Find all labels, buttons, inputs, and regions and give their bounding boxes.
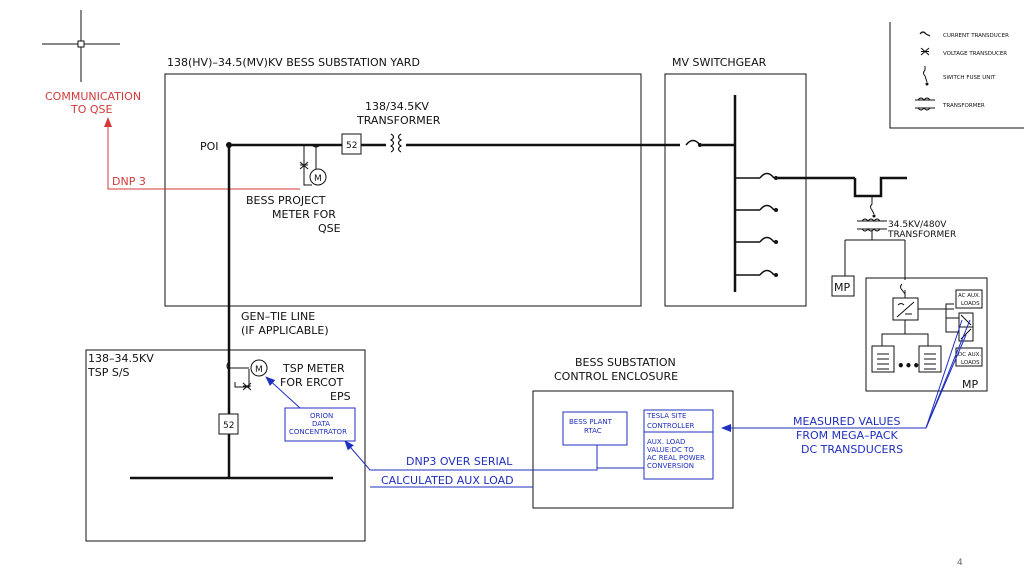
megapack-label: MP xyxy=(962,378,978,391)
dc-aux-label-1: DC AUX. xyxy=(958,352,981,358)
tsp-label-1: 138–34.5KV xyxy=(88,352,154,365)
tesla-label-4: VALUE:DC TO xyxy=(647,446,694,454)
tesla-controller-box xyxy=(643,409,714,480)
mv-switchgear-box xyxy=(664,73,807,307)
calc-aux-label: CALCULATED AUX LOAD xyxy=(381,474,514,487)
tesla-to-rtac-link xyxy=(596,445,644,469)
legend-switch-fuse-unit: SWITCH FUSE UNIT xyxy=(943,75,996,81)
tsp-label-2: TSP S/S xyxy=(87,366,130,379)
communication-label-line2: TO QSE xyxy=(70,103,113,116)
tesla-label-5: AC REAL POWER xyxy=(647,454,705,462)
control-enclosure-label-2: CONTROL ENCLOSURE xyxy=(554,370,678,383)
measured-link-a xyxy=(925,319,963,429)
legend-transformer: TRANSFORMER xyxy=(942,103,985,109)
tesla-label-1: TESLA SITE xyxy=(646,412,686,420)
yard-breaker-52 xyxy=(341,133,362,155)
tsp-breaker-52 xyxy=(218,413,239,435)
legend: CURRENT TRANSDUCER VOLTAGE TRANSDUCER SW… xyxy=(889,22,1024,129)
rtac-label-2: RTAC xyxy=(584,427,602,435)
mv-feeder-breakers xyxy=(735,172,855,277)
mv-switchgear-title: MV SWITCHGEAR xyxy=(672,56,767,69)
rtac-label-1: BESS PLANT xyxy=(569,418,613,426)
measured-label-1: MEASURED VALUES xyxy=(793,415,900,428)
legend-current-transducer: CURRENT TRANSDUCER xyxy=(943,33,1009,39)
tsp-substation-box xyxy=(85,349,366,542)
gen-tie-label-1: GEN–TIE LINE xyxy=(241,310,315,323)
aux-feeder xyxy=(853,176,907,218)
mv-incoming-breaker-icon xyxy=(685,139,735,147)
mp-box xyxy=(831,275,855,297)
tsp-meter-label-3: EPS xyxy=(330,390,351,403)
rtac-box xyxy=(562,411,628,446)
ac-aux-label-1: AC AUX. xyxy=(958,293,981,299)
gen-tie-label-2: (IF APPLICABLE) xyxy=(241,324,329,337)
measured-label-3: DC TRANSDUCERS xyxy=(801,443,903,456)
megapack-box xyxy=(865,277,988,392)
dc-aux-label-2: LOADS xyxy=(961,360,980,366)
tsp-breaker-label: 52 xyxy=(223,421,234,431)
yard-breaker-label: 52 xyxy=(346,141,357,151)
tesla-label-2: CONTROLLER xyxy=(647,422,695,430)
orion-label-1: ORION xyxy=(310,412,333,420)
tsp-meter-symbol: M xyxy=(255,365,263,375)
voltage-transducer-icon xyxy=(920,47,930,56)
aux-transformer-label-1: 34.5KV/480V xyxy=(888,220,947,230)
aux-transformer-icon xyxy=(844,218,906,280)
megapack-dots: ••• xyxy=(897,359,920,373)
page-number: 4 xyxy=(957,558,963,568)
megapack-internals xyxy=(871,283,983,373)
orion-label-3: CONCENTRATOR xyxy=(289,428,347,436)
tsp-meter-label-1: TSP METER xyxy=(282,362,345,375)
poi-label: POI xyxy=(200,140,219,153)
bess-meter-icon xyxy=(309,168,327,186)
dnp3-serial-link xyxy=(344,440,598,471)
tesla-label-6: CONVERSION xyxy=(647,462,694,470)
main-transformer-label-2: TRANSFORMER xyxy=(356,114,441,127)
orion-label-2: DATA xyxy=(312,420,330,428)
ac-aux-label-2: LOADS xyxy=(961,301,980,307)
bess-meter-label-2: METER FOR xyxy=(272,208,336,221)
main-transformer-label-1: 138/34.5KV xyxy=(365,100,429,113)
control-enclosure-label-1: BESS SUBSTATION xyxy=(575,356,676,369)
current-transducer-icon xyxy=(919,31,931,37)
legend-voltage-transducer: VOLTAGE TRANSDUCER xyxy=(943,51,1007,57)
tsp-meter-label-2: FOR ERCOT xyxy=(280,376,344,389)
measured-label-2: FROM MEGA–PACK xyxy=(796,429,899,442)
mp-label: MP xyxy=(834,281,850,294)
bess-meter-symbol: M xyxy=(314,174,322,184)
crosshair-icon xyxy=(42,10,120,82)
dnp3-label: DNP 3 xyxy=(112,175,146,188)
control-enclosure-box xyxy=(532,390,734,509)
transformer-legend-icon xyxy=(915,97,935,111)
communication-label-line1: COMMUNICATION xyxy=(45,90,141,103)
aux-transformer-label-2: TRANSFORMER xyxy=(887,230,956,240)
tsp-meter-connection xyxy=(226,361,252,391)
substation-yard-title: 138(HV)–34.5(MV)KV BESS SUBSTATION YARD xyxy=(167,56,420,69)
dnp3-qse-link xyxy=(104,117,300,190)
tesla-label-3: AUX. LOAD xyxy=(647,438,685,446)
orion-box xyxy=(284,407,356,442)
measured-link-c xyxy=(925,319,971,429)
dnp3-serial-label: DNP3 OVER SERIAL xyxy=(406,455,513,468)
main-transformer-icon xyxy=(386,132,406,158)
switch-fuse-unit-icon xyxy=(923,66,929,86)
orion-to-meter-link xyxy=(265,376,301,409)
tsp-meter-icon xyxy=(250,359,268,377)
bess-meter-label-3: QSE xyxy=(318,222,341,235)
bess-meter-label-1: BESS PROJECT xyxy=(246,194,326,207)
substation-yard-box xyxy=(164,73,642,307)
